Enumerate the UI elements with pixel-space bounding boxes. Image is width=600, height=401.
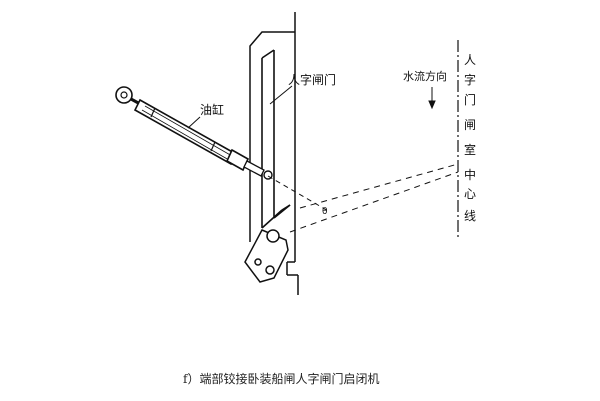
miter-gate-leaf	[261, 49, 291, 229]
flow-direction-label: 水流方向	[403, 69, 447, 83]
gate-open-line-lower	[289, 171, 459, 233]
cylinder-label-leader	[187, 116, 201, 129]
gate-recess	[249, 31, 295, 242]
cylinder-gland	[225, 148, 250, 172]
gate-open-line-upper	[299, 163, 459, 209]
lock-wall	[286, 12, 299, 295]
cylinder-label: 油缸	[200, 102, 224, 117]
svg-text:门: 门	[464, 92, 476, 107]
svg-text:字: 字	[464, 72, 476, 87]
svg-text:心: 心	[464, 187, 476, 201]
hydraulic-cylinder	[115, 86, 273, 180]
centerline-label: 人 字 门 闸 室 中 心 线	[464, 53, 476, 223]
angle-label: θ	[322, 207, 328, 217]
piston-rod	[243, 160, 265, 177]
figure-caption: f）端部铰接卧装船闸人字闸门启闭机	[183, 371, 379, 386]
gate-label: 人字闸门	[288, 72, 336, 87]
gate-label-leader	[269, 85, 293, 105]
gate-hinge-block	[244, 229, 289, 283]
cylinder-axis-dashed	[267, 175, 331, 213]
svg-text:室: 室	[464, 142, 476, 157]
svg-text:人: 人	[464, 53, 476, 67]
flow-direction-arrow	[428, 87, 436, 110]
svg-text:线: 线	[464, 209, 476, 223]
svg-text:中: 中	[464, 167, 476, 182]
svg-text:闸: 闸	[464, 118, 476, 132]
